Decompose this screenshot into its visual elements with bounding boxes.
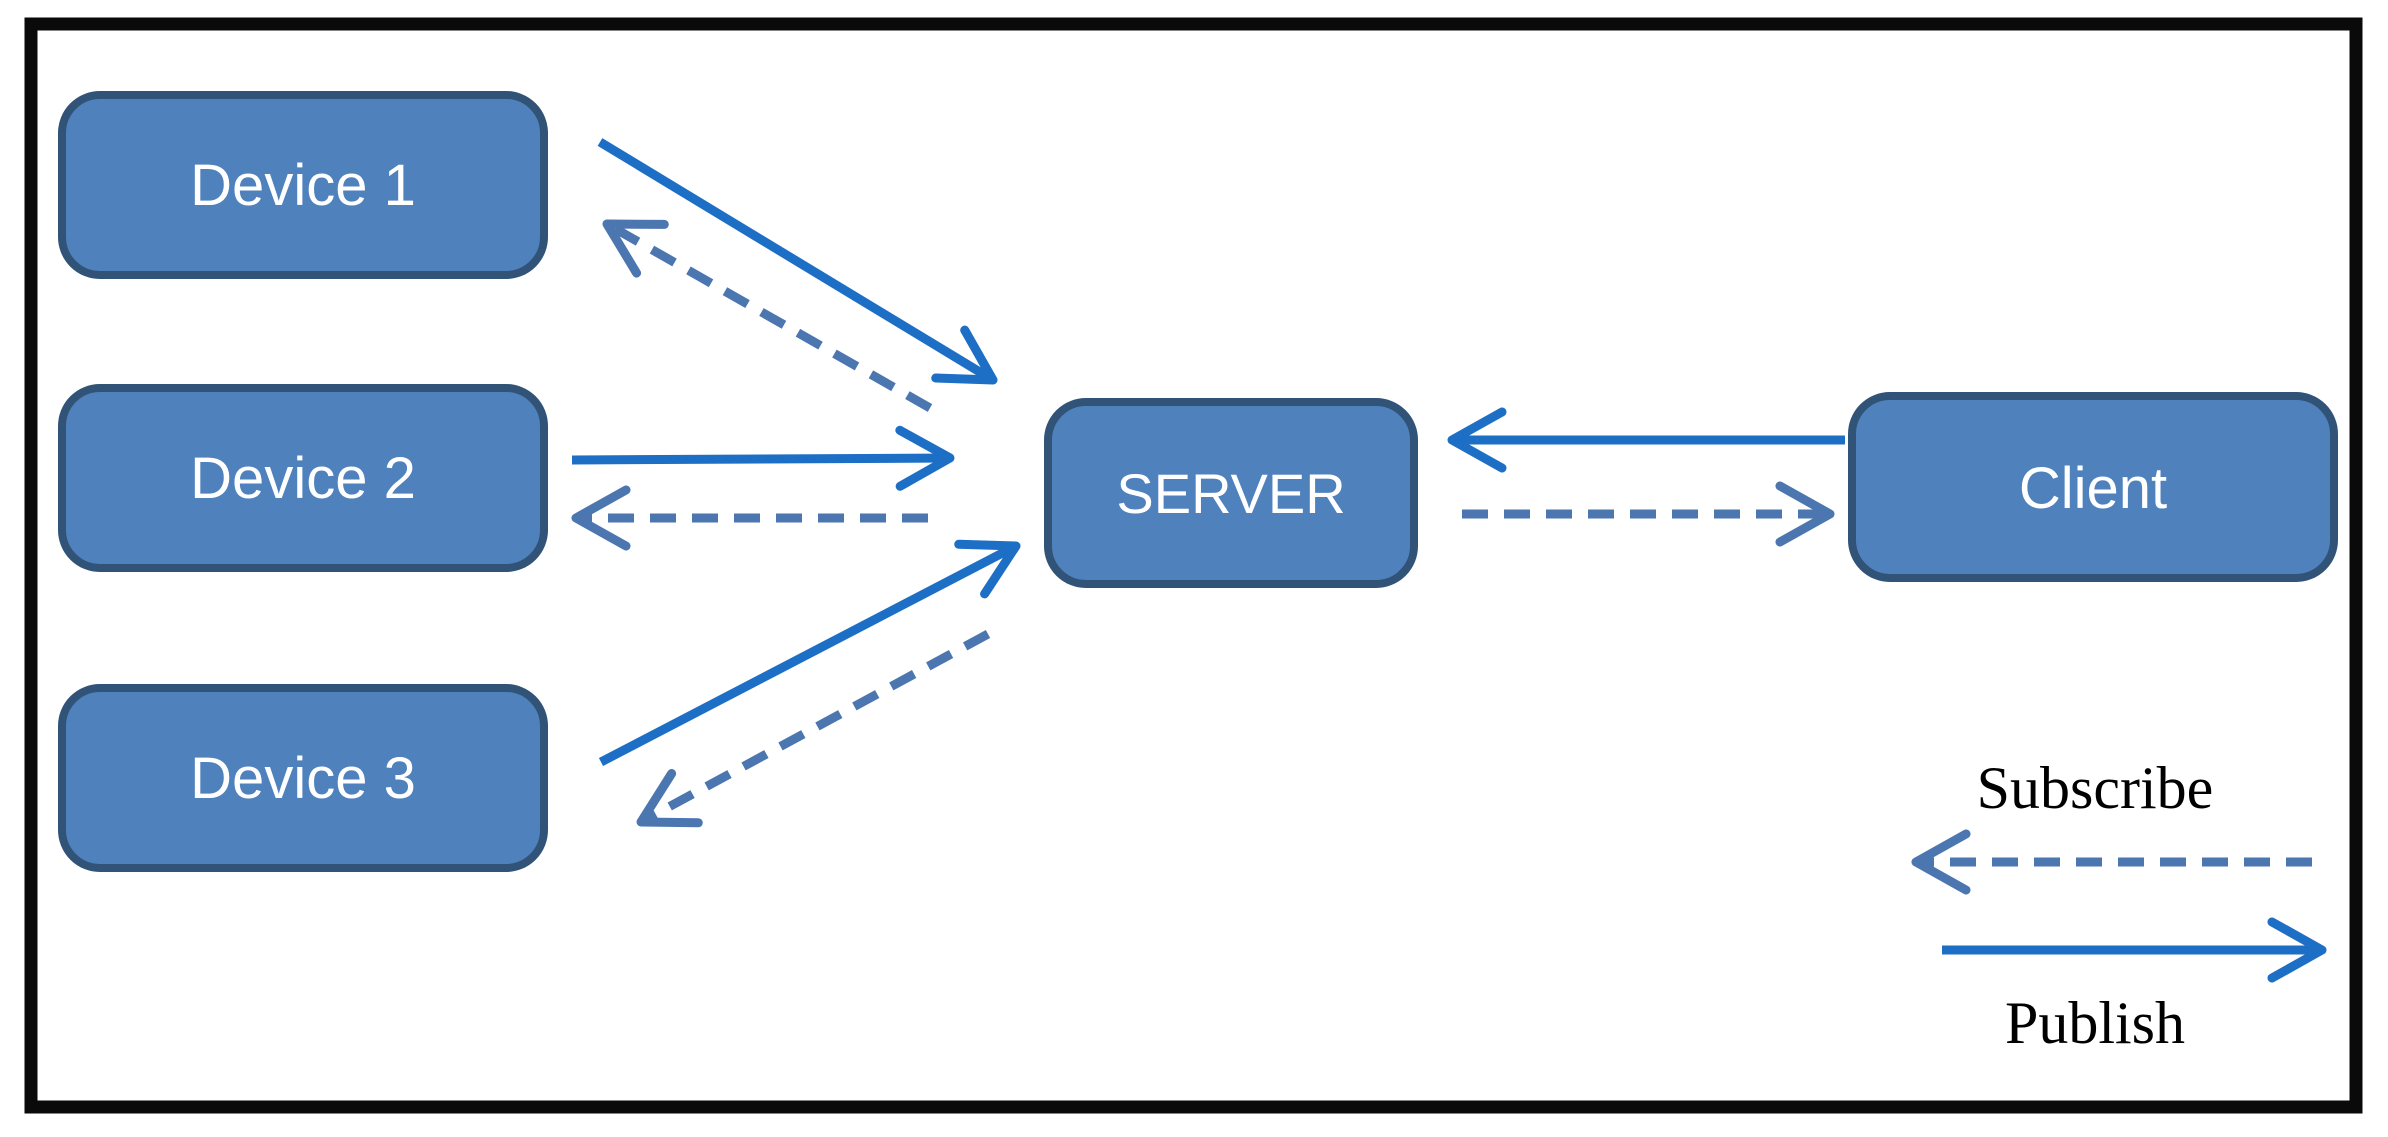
server-label: SERVER bbox=[1116, 462, 1345, 525]
node-device3: Device 3 bbox=[58, 684, 548, 872]
arrow-device3-publish bbox=[598, 539, 1021, 766]
arrow-device1-subscribe bbox=[602, 219, 933, 412]
legend: Subscribe Publish bbox=[1911, 755, 2327, 1056]
client-label: Client bbox=[2019, 456, 2167, 521]
client-box bbox=[1848, 392, 2338, 582]
device2-box bbox=[58, 384, 548, 572]
diagram-frame bbox=[24, 17, 2363, 1114]
device2-label: Device 2 bbox=[190, 446, 416, 511]
node-client: Client bbox=[1848, 392, 2338, 582]
device3-box bbox=[58, 684, 548, 872]
arrow-device3-subscribe bbox=[636, 630, 991, 828]
device3-label: Device 3 bbox=[190, 746, 416, 811]
legend-subscribe-label: Subscribe bbox=[1977, 755, 2214, 821]
device1-label: Device 1 bbox=[190, 153, 416, 218]
node-device1: Device 1 bbox=[58, 91, 548, 279]
device1-box bbox=[58, 91, 548, 279]
server-box bbox=[1044, 398, 1418, 588]
arrow-device2-publish bbox=[571, 425, 955, 491]
node-device2: Device 2 bbox=[58, 384, 548, 572]
arrow-device1-publish bbox=[597, 138, 998, 385]
node-server: SERVER bbox=[1044, 398, 1418, 588]
legend-publish-label: Publish bbox=[2005, 990, 2185, 1056]
